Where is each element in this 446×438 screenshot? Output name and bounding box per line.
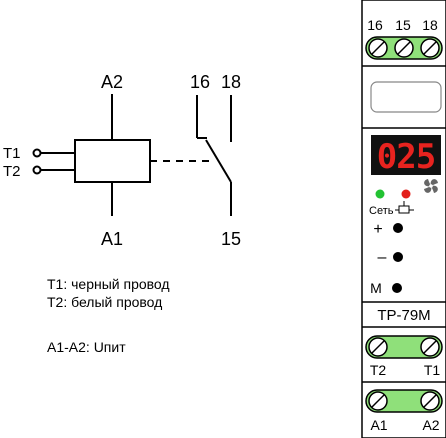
legend-t2: T2: белый провод [47, 294, 163, 310]
label-t1: T1 [3, 145, 21, 162]
device-housing [361, 0, 446, 438]
m-button[interactable] [392, 283, 402, 293]
t1-terminal-circle [32, 148, 42, 158]
display-value: 025 [377, 137, 435, 177]
digital-display [371, 135, 441, 175]
legend-supply: A1-A2: Uпит [47, 339, 126, 355]
terminal-label-t2: T2 [370, 362, 387, 378]
label-a1: A1 [101, 229, 123, 249]
minus-button[interactable] [393, 252, 403, 262]
plus-label: + [373, 221, 382, 238]
terminal-label-t1: T1 [424, 362, 441, 378]
device-window [370, 81, 442, 113]
label-t2: T2 [3, 163, 21, 180]
top-terminal-label: 18 [422, 17, 438, 33]
label-16: 16 [190, 72, 210, 92]
label-15: 15 [221, 229, 241, 249]
schematic [32, 94, 232, 216]
relay-coil-icon [395, 201, 414, 214]
top-terminal-label: 16 [367, 17, 383, 33]
label-a2: A2 [101, 72, 123, 92]
minus-label: – [378, 249, 387, 266]
label-18: 18 [221, 72, 241, 92]
switch-blade [205, 139, 232, 183]
relay-device: 16 15 18 025 Сеть [361, 0, 446, 438]
legend-t1: T1: черный провод [47, 276, 170, 292]
power-label: Сеть [369, 205, 394, 217]
power-led [375, 189, 385, 199]
terminal-label-a2: A2 [422, 417, 439, 433]
relay-led [401, 189, 411, 199]
terminal-label-a1: A1 [370, 417, 387, 433]
fan-icon [424, 179, 438, 193]
t2-terminal-circle [32, 165, 42, 175]
relay-coil [74, 139, 151, 183]
model-label: TP-79M [377, 307, 430, 324]
top-terminal-label: 15 [395, 17, 411, 33]
m-label: M [370, 280, 382, 296]
plus-button[interactable] [393, 223, 403, 233]
